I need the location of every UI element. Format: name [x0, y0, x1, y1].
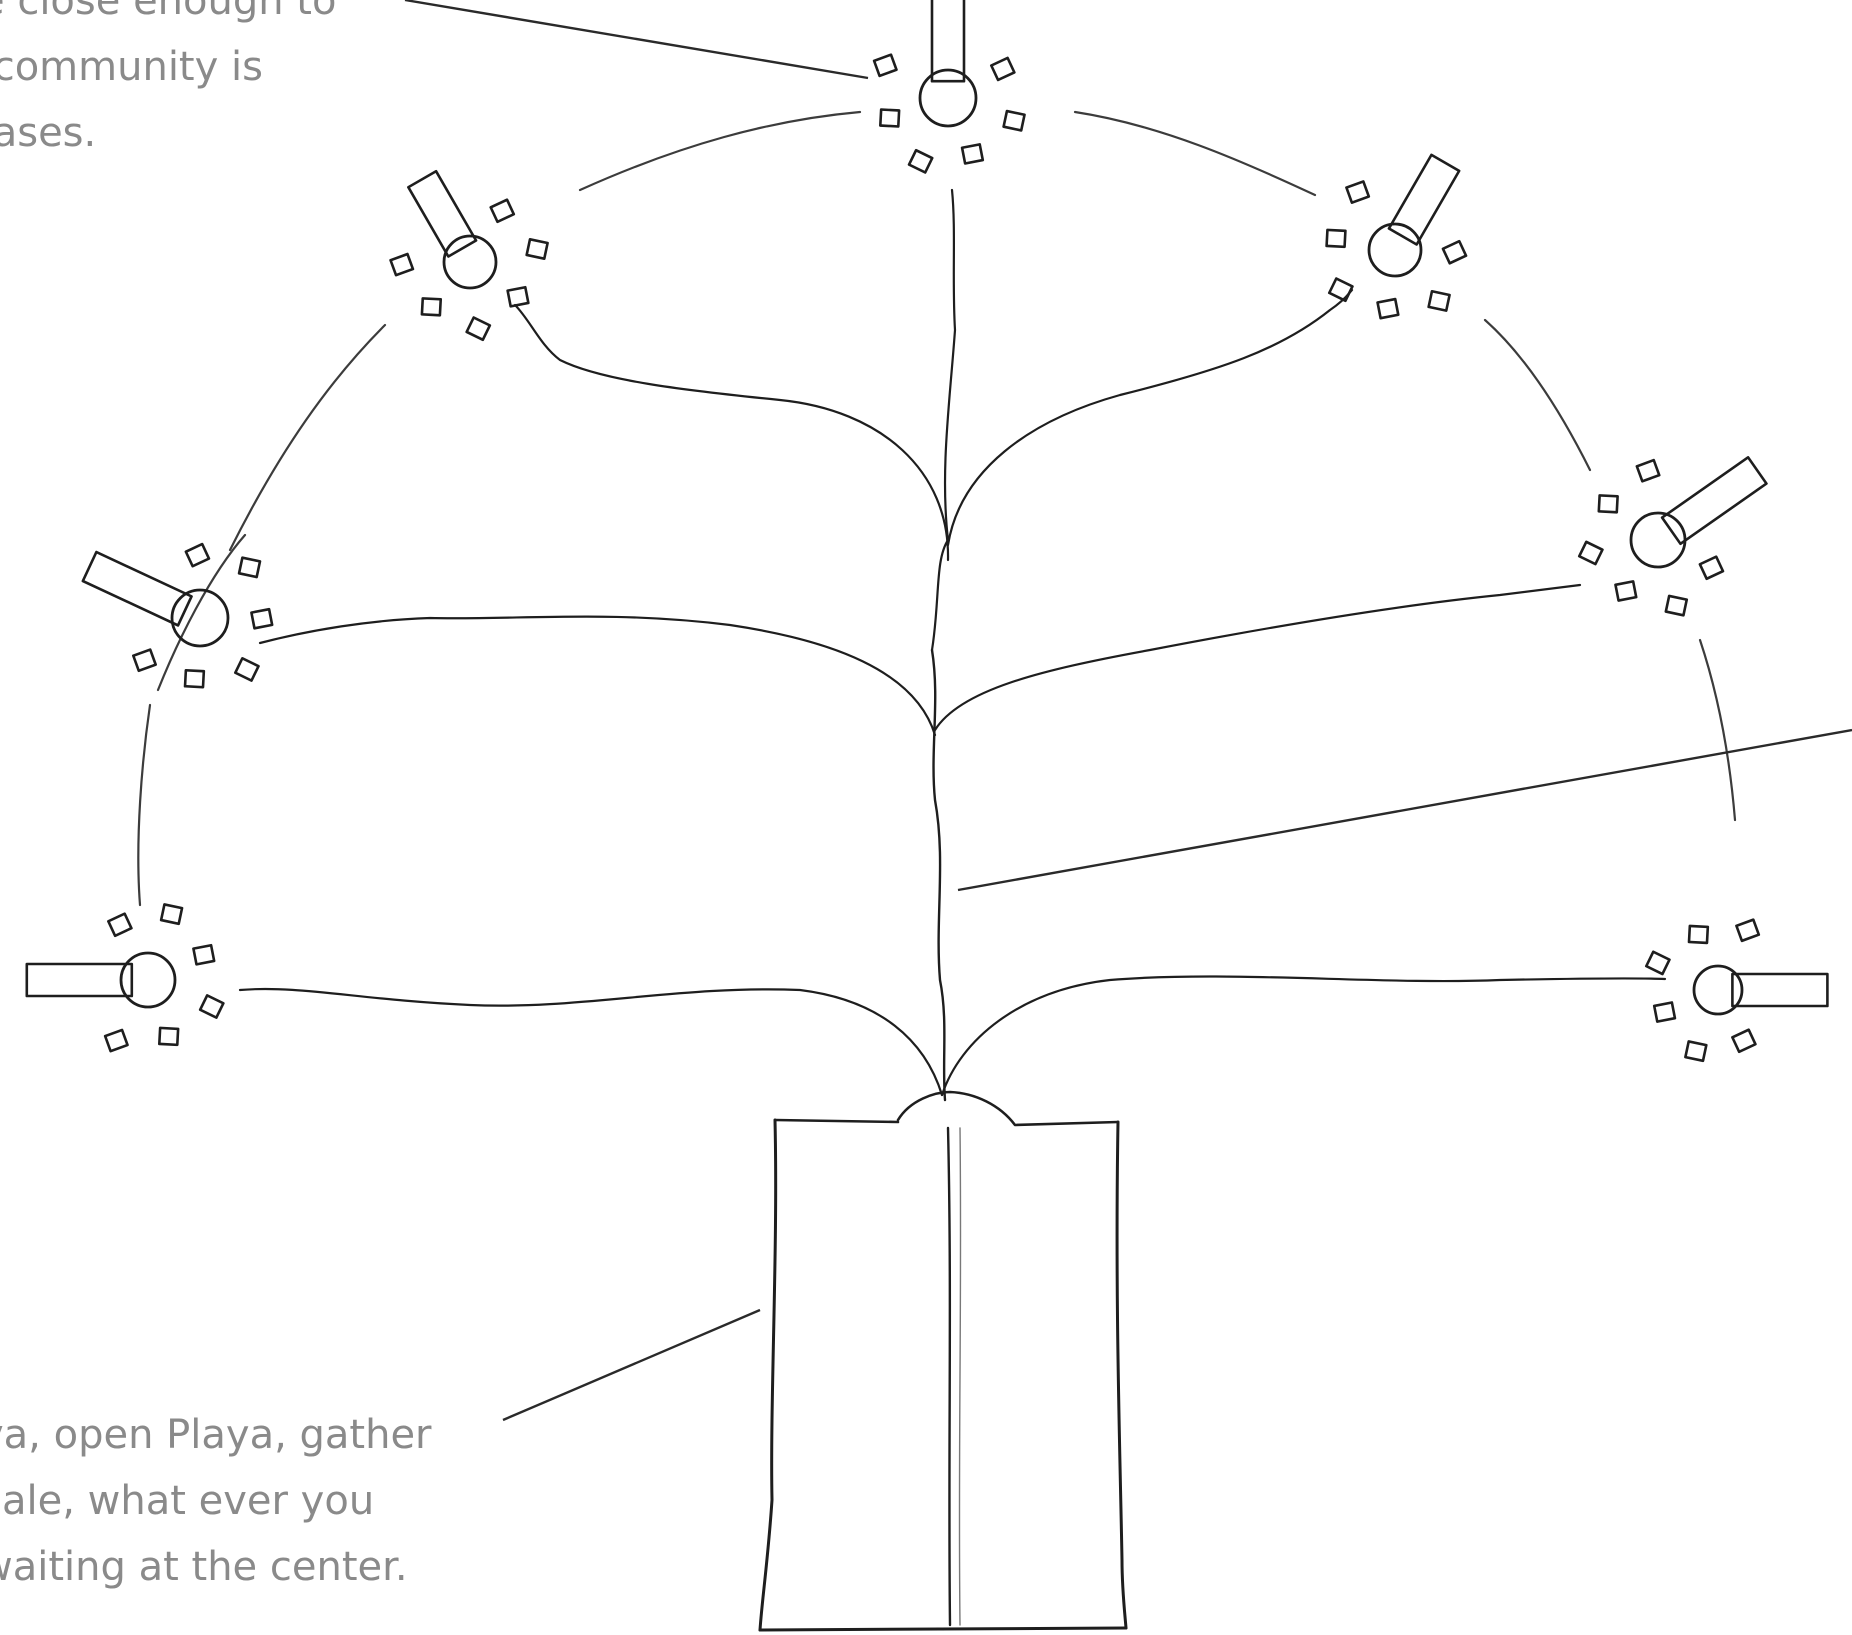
small-square [1427, 289, 1451, 312]
small-square [1635, 458, 1661, 483]
small-square [1614, 580, 1638, 602]
hub-circle [1367, 222, 1423, 278]
small-square [506, 285, 530, 308]
hub-circle [119, 951, 177, 1009]
small-square [389, 252, 415, 277]
small-square [159, 903, 184, 926]
small-square [525, 237, 549, 260]
leader-line-bottom [502, 1308, 761, 1422]
small-square [1002, 109, 1026, 132]
hub-circle [918, 68, 978, 128]
cannon-tube [407, 169, 478, 258]
small-square [1652, 1001, 1677, 1023]
annotation-bottom-line-1: va, open Playa, gather [0, 1412, 432, 1458]
small-square [198, 994, 225, 1019]
small-square [879, 108, 901, 128]
leader-line-right [957, 728, 1852, 892]
hub-circle [170, 588, 230, 648]
cluster-low-left [25, 903, 225, 1053]
cluster-mid-right [1577, 456, 1768, 617]
annotation-bottom-line-2: cale, what ever you [0, 1478, 375, 1524]
cluster-upper-left [389, 169, 549, 342]
cluster-mid-left [81, 542, 274, 689]
small-square [1441, 239, 1468, 265]
annotation-bottom-line-3: waiting at the center. [0, 1544, 408, 1590]
small-square [1687, 924, 1710, 945]
annotation-bottom: va, open Playa, gather cale, what ever y… [0, 1402, 432, 1600]
cannon-tube [1660, 456, 1768, 546]
small-square [872, 53, 898, 78]
small-square [465, 316, 492, 342]
small-square [960, 143, 985, 165]
small-square [183, 668, 206, 689]
hub-circle [1692, 964, 1744, 1016]
small-square [1327, 277, 1354, 303]
cluster-top [872, 0, 1026, 174]
annotation-top-line-3: ases. [0, 110, 97, 156]
hub-circle [1629, 511, 1687, 569]
annotation-top: e close enough to community is ases. [0, 0, 336, 166]
small-square [1684, 1040, 1708, 1063]
hub-circle [442, 234, 498, 290]
small-square [1376, 297, 1400, 320]
small-square [237, 556, 262, 579]
cluster-low-right [1644, 918, 1829, 1063]
small-square [1644, 950, 1671, 976]
outer-arc [137, 110, 1737, 907]
small-square [103, 1028, 129, 1053]
cannon-tube [81, 550, 193, 627]
small-square [1735, 918, 1761, 943]
small-square [184, 542, 211, 568]
cannon-tube [1387, 153, 1461, 246]
cannon-tube [25, 962, 134, 998]
annotation-top-line-1: e close enough to [0, 0, 337, 24]
small-square [1698, 555, 1725, 581]
small-square [1345, 180, 1371, 204]
cannon-tube [1731, 972, 1829, 1008]
small-square [420, 297, 443, 317]
small-square [989, 56, 1016, 82]
small-square [158, 1026, 180, 1047]
cluster-upper-right [1325, 153, 1468, 320]
small-square [250, 607, 274, 630]
cannon-tube [930, 0, 966, 83]
small-square [1597, 494, 1619, 514]
leader-line-top [404, 0, 869, 80]
small-square [1664, 594, 1689, 617]
tree-branches [238, 188, 1667, 1102]
small-square [107, 912, 133, 938]
central-structure [758, 1090, 1128, 1632]
small-square [1577, 540, 1604, 566]
small-square [907, 148, 934, 174]
small-square [489, 198, 516, 224]
small-square [1325, 228, 1347, 249]
small-square [1731, 1028, 1757, 1054]
small-square [192, 943, 216, 966]
small-square [234, 657, 260, 682]
small-square [132, 648, 157, 673]
annotation-top-line-2: community is [0, 44, 263, 90]
